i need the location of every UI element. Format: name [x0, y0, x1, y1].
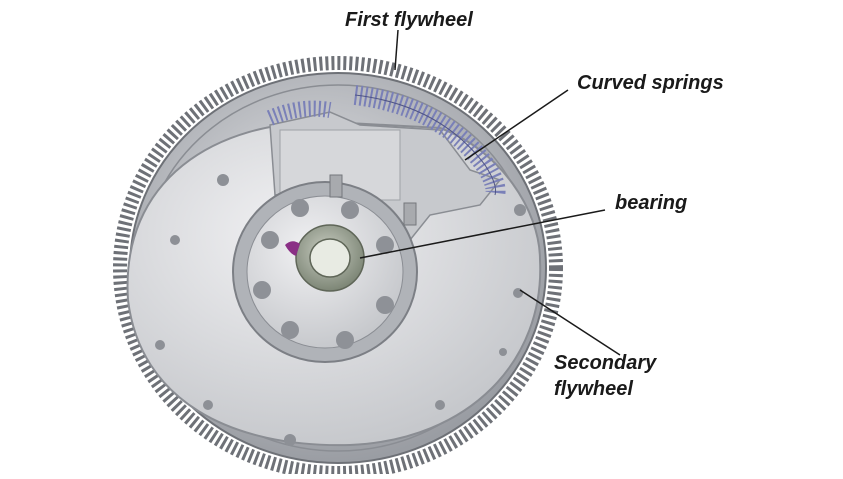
bolt-hole — [170, 235, 180, 245]
hub-hole — [253, 281, 271, 299]
bolt-hole — [435, 400, 445, 410]
hub-hole — [281, 321, 299, 339]
stud — [403, 202, 417, 226]
bearing — [285, 224, 365, 292]
bolt-hole — [513, 288, 523, 298]
hub-hole — [291, 199, 309, 217]
hub-hole — [341, 201, 359, 219]
leader-first-flywheel — [394, 29, 399, 71]
curved-springs — [266, 85, 506, 198]
leader-lines — [359, 29, 621, 356]
label-secondary-line1: Secondary — [554, 352, 657, 374]
hub-hole — [336, 331, 354, 349]
bolt-hole — [203, 400, 213, 410]
leader-bearing — [359, 209, 606, 259]
bolt-hole — [217, 174, 229, 186]
label-bearing: bearing — [615, 192, 688, 214]
leader-secondary-flywheel — [519, 289, 621, 356]
hub-hole — [376, 236, 394, 254]
stud — [329, 174, 343, 198]
label-secondary-line2: flywheel — [554, 378, 633, 400]
bolt-hole — [155, 340, 165, 350]
bolt-hole — [284, 434, 296, 446]
bolt-hole — [499, 348, 507, 356]
hub-hole — [261, 231, 279, 249]
leader-curved-springs — [464, 89, 569, 161]
hub-hole — [376, 296, 394, 314]
bearing-seal — [285, 241, 300, 256]
label-curved-springs: Curved springs — [577, 72, 724, 94]
bolt-hole — [514, 204, 526, 216]
label-first-flywheel: First flywheel — [345, 9, 473, 31]
